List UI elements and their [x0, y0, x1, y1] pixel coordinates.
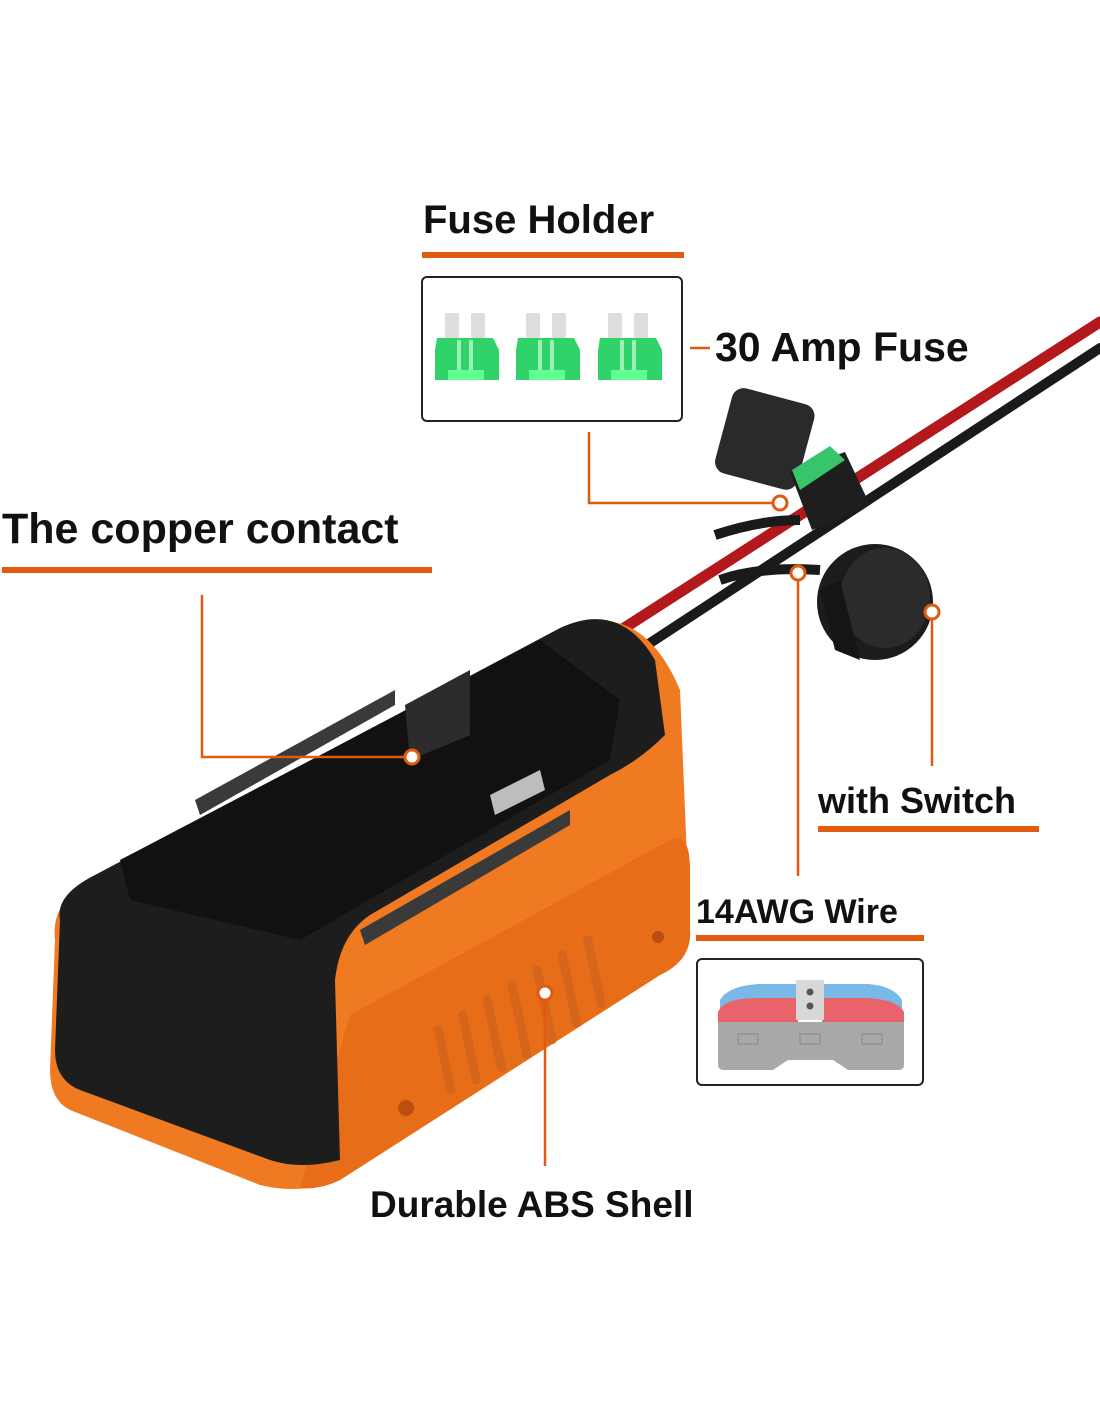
callout-dots — [403, 494, 941, 1002]
fuse-holder-label: Fuse Holder — [423, 198, 655, 242]
amp-fuse-label: 30 Amp Fuse — [715, 324, 969, 370]
copper-contact-label: The copper contact — [2, 505, 399, 553]
wire-connector-icon — [718, 980, 904, 1070]
copper-contact-underline — [2, 567, 432, 573]
fuse-inset-box — [421, 276, 683, 422]
fuses-icon — [435, 311, 664, 382]
wire-underline — [696, 935, 924, 941]
abs-shell-label: Durable ABS Shell — [370, 1184, 694, 1225]
with-switch-label: with Switch — [818, 780, 1016, 821]
switch-illustration — [817, 544, 933, 660]
fuse-holder-illustration — [715, 388, 870, 530]
battery-adapter-illustration — [50, 619, 691, 1189]
wire-label: 14AWG Wire — [696, 893, 898, 931]
connector-inset-box — [696, 958, 924, 1086]
leader-lines — [200, 346, 934, 1166]
fuse-holder-underline — [422, 252, 684, 258]
with-switch-underline — [818, 826, 1039, 832]
